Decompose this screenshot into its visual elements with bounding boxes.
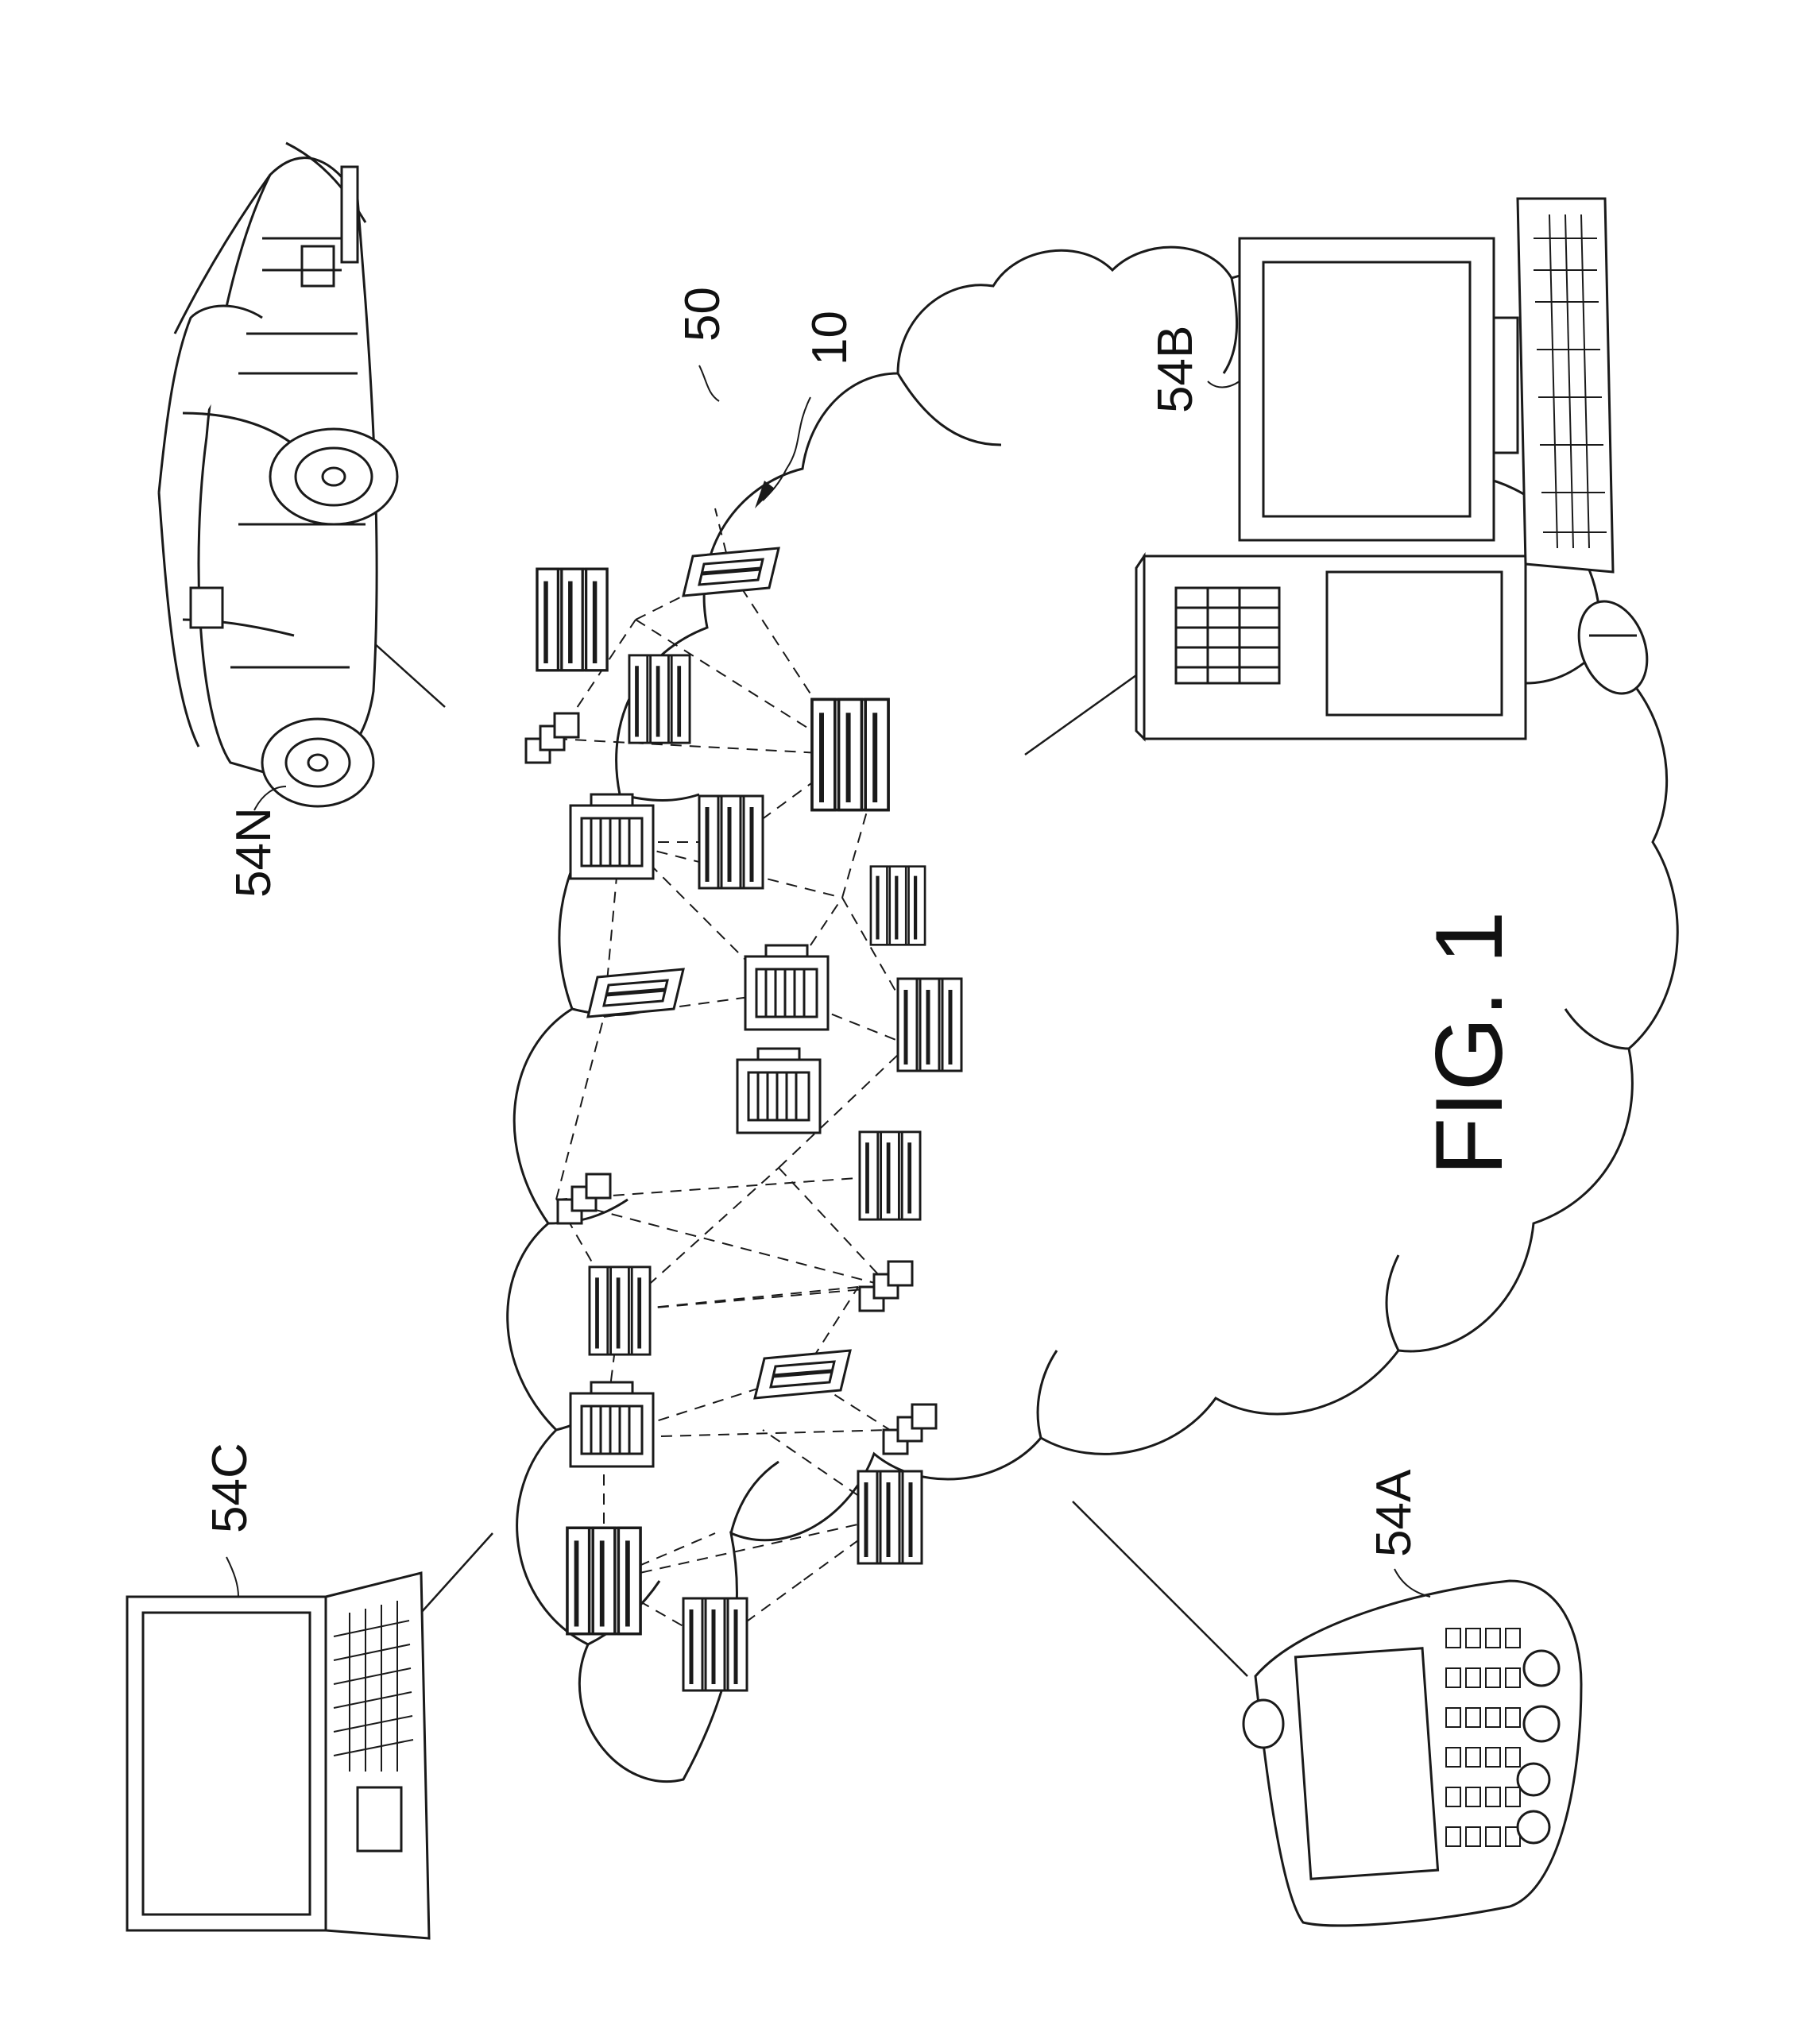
automobile-icon [159, 143, 397, 806]
server-tower-icon [737, 1049, 820, 1133]
server-rack-icon [629, 655, 690, 743]
server-tower-icon [571, 794, 653, 879]
label-54n: 54N [226, 807, 281, 898]
server-rack-icon [590, 1267, 650, 1354]
server-tower-icon [683, 548, 779, 596]
small-node-stack-icon [526, 713, 578, 763]
label-50: 50 [675, 287, 730, 342]
label-54a: 54A [1367, 1469, 1421, 1557]
server-rack-icon [898, 979, 961, 1071]
figure-caption: FIG. 1 [1416, 911, 1522, 1176]
pda-phone-icon [1243, 1581, 1581, 1926]
server-rack-icon [537, 569, 607, 670]
server-rack-icon [683, 1598, 747, 1690]
server-rack-icon [858, 1471, 922, 1563]
label-54b: 54B [1148, 326, 1203, 413]
laptop-computer-icon [127, 1573, 429, 1938]
server-rack-icon [812, 699, 888, 809]
label-10: 10 [803, 311, 857, 365]
server-rack-icon [871, 867, 925, 945]
server-rack-icon [860, 1132, 920, 1219]
server-tower-icon [745, 945, 828, 1030]
server-tower-icon [755, 1350, 850, 1398]
server-rack-icon [567, 1528, 640, 1633]
server-tower-icon [571, 1382, 653, 1466]
server-tower-icon [588, 969, 683, 1017]
label-54c: 54C [203, 1443, 257, 1533]
server-rack-icon [699, 796, 763, 888]
